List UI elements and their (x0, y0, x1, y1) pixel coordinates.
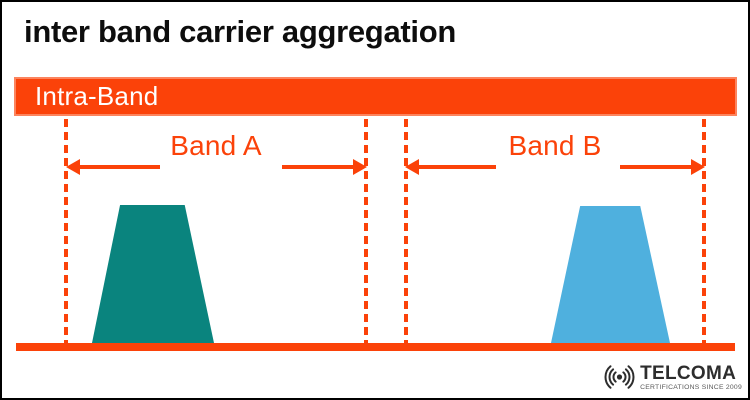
band-b-arrow-right-segment (620, 159, 705, 175)
arrow-line (80, 165, 160, 169)
telcoma-logo: TELCOMA CERTIFICATIONS SINCE 2009 (601, 362, 742, 392)
arrow-line (620, 165, 691, 169)
radio-waves-icon (604, 365, 635, 389)
band-b-right-boundary-line (702, 119, 706, 351)
arrowhead-right-icon (353, 159, 367, 175)
band-a-arrow-right-segment (282, 159, 367, 175)
band-b-carrier-trapezoid (551, 206, 670, 343)
arrowhead-left-icon (66, 159, 80, 175)
band-a-right-boundary-line (364, 119, 368, 351)
intra-band-banner: Intra-Band (14, 77, 737, 116)
arrow-line (282, 165, 353, 169)
band-a-carrier-trapezoid (92, 205, 214, 343)
logo-brand: TELCOMA (640, 362, 737, 384)
frequency-baseline (16, 343, 735, 351)
arrow-line (419, 165, 496, 169)
arrowhead-left-icon (405, 159, 419, 175)
band-a-label: Band A (170, 130, 262, 161)
logo-tagline: CERTIFICATIONS SINCE 2009 (640, 383, 742, 391)
band-a-arrow-left-segment (66, 159, 160, 175)
banner-label: Intra-Band (35, 81, 159, 111)
page-title: inter band carrier aggregation (24, 14, 456, 49)
logo-text: TELCOMA CERTIFICATIONS SINCE 2009 (640, 364, 742, 391)
band-b-label: Band B (508, 130, 602, 161)
band-b-arrow-left-segment (405, 159, 496, 175)
band-a-left-boundary-line (64, 119, 68, 351)
arrowhead-right-icon (691, 159, 705, 175)
band-b-left-boundary-line (404, 119, 408, 351)
